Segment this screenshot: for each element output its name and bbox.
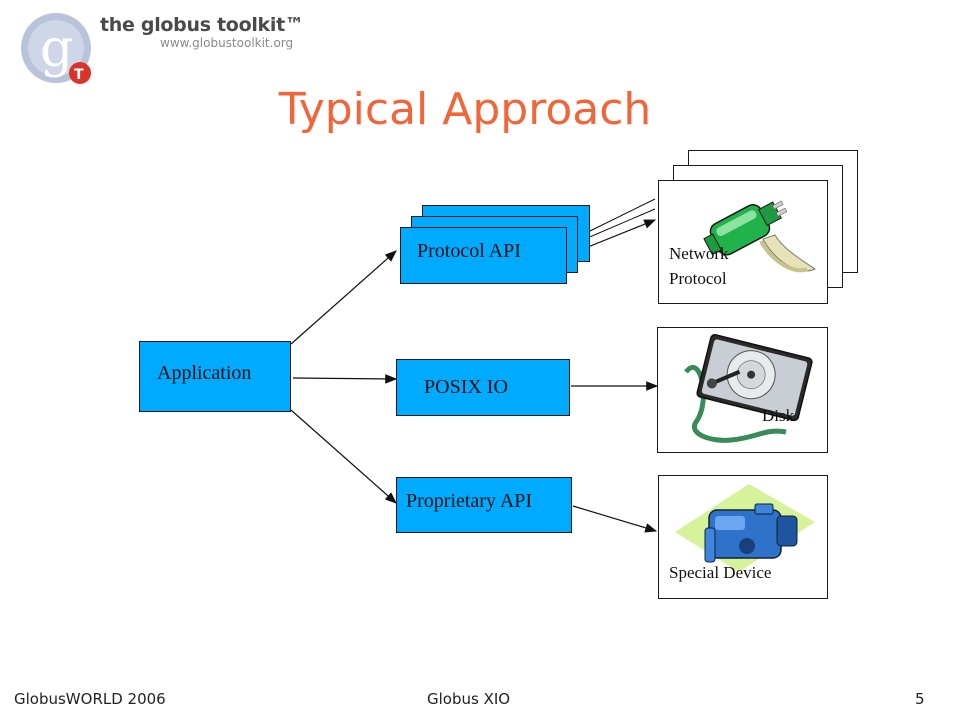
arrow-app-to-proprietary — [290, 409, 397, 504]
hard-disk-icon — [684, 334, 813, 443]
special-device-box: Special Device — [658, 475, 828, 599]
protocol-api-box: Protocol API — [400, 227, 567, 284]
application-box: Application — [139, 341, 291, 412]
svg-text:g: g — [40, 19, 73, 79]
disk-label: Disk — [762, 406, 795, 425]
proprietary-api-label: Proprietary API — [406, 490, 533, 512]
camera-device-icon — [675, 484, 815, 572]
logo-url: www.globustoolkit.org — [160, 36, 294, 50]
network-protocol-box: Network Protocol — [658, 180, 828, 304]
logo-title: the globus toolkit™ — [100, 14, 304, 36]
disk-box: Disk — [657, 327, 828, 453]
page-number: 5 — [915, 690, 925, 708]
footer-title: Globus XIO — [427, 690, 511, 708]
arrow-app-to-posix — [292, 374, 398, 384]
globus-logo: g T — [12, 10, 312, 90]
globus-g-icon: g T — [21, 13, 91, 84]
network-label-line2: Protocol — [669, 269, 727, 288]
arrow-protocol-to-network-2 — [577, 208, 656, 243]
footer-event: GlobusWORLD 2006 — [14, 690, 166, 708]
slide-title: Typical Approach — [278, 84, 652, 135]
arrow-app-to-protocol — [290, 250, 397, 345]
proprietary-api-box: Proprietary API — [396, 477, 572, 533]
network-label-line1: Network — [669, 244, 729, 263]
arrow-proprietary-to-device — [572, 505, 658, 533]
special-device-label: Special Device — [669, 563, 772, 582]
network-plug-icon — [703, 200, 817, 273]
protocol-api-label: Protocol API — [417, 240, 521, 262]
application-label: Application — [157, 362, 252, 384]
posix-io-label: POSIX IO — [424, 376, 508, 398]
arrow-protocol-to-network-1 — [589, 198, 656, 232]
svg-text:T: T — [74, 67, 84, 83]
posix-io-box: POSIX IO — [396, 359, 570, 416]
